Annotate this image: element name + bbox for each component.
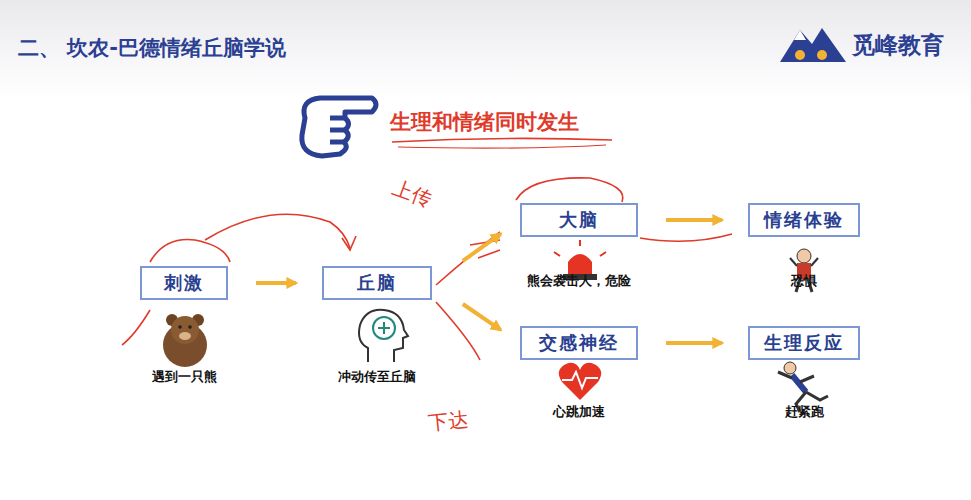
icon-caption: 遇到一只熊 (152, 368, 217, 386)
box-label: 交感神经 (539, 331, 619, 355)
process-box: 刺激遇到一只熊 (140, 266, 228, 300)
scared-person (790, 249, 818, 292)
flow-arrow (666, 218, 722, 222)
pointing-hand (302, 98, 376, 156)
process-box: 交感神经心跳加速 (520, 326, 638, 360)
flow-arrow (463, 304, 501, 330)
process-box: 生理反应赶紧跑 (748, 326, 860, 360)
icon-caption: 熊会袭击人，危险 (527, 272, 631, 290)
box-label: 刺激 (164, 271, 204, 295)
box-label: 生理反应 (764, 331, 844, 355)
logo-icon (780, 28, 846, 62)
process-box: 丘脑冲动传至丘脑 (322, 266, 432, 300)
icon-caption: 心跳加速 (553, 403, 605, 421)
box-label: 情绪体验 (764, 208, 844, 232)
logo-text: 觅峰教育 (852, 30, 944, 61)
icon-caption: 冲动传至丘脑 (338, 368, 416, 386)
icon-caption: 赶紧跑 (785, 403, 824, 421)
process-box: 情绪体验恐惧 (748, 203, 860, 237)
icon-caption: 恐惧 (791, 272, 817, 290)
handwritten-note: 下达 (427, 406, 470, 437)
flow-arrow (666, 341, 722, 345)
flow-arrow (463, 234, 501, 261)
handwritten-note: 上传 (389, 174, 436, 213)
title: 二、 坎农-巴德情绪丘脑学说 (18, 34, 286, 62)
process-box: 大脑熊会袭击人，危险 (520, 203, 638, 237)
subtitle: 生理和情绪同时发生 (390, 108, 579, 136)
head-icon (359, 310, 408, 362)
bear-icon (163, 314, 207, 367)
box-label: 丘脑 (357, 271, 397, 295)
flow-arrow (256, 281, 296, 285)
heart-icon (559, 363, 601, 400)
box-label: 大脑 (559, 208, 599, 232)
